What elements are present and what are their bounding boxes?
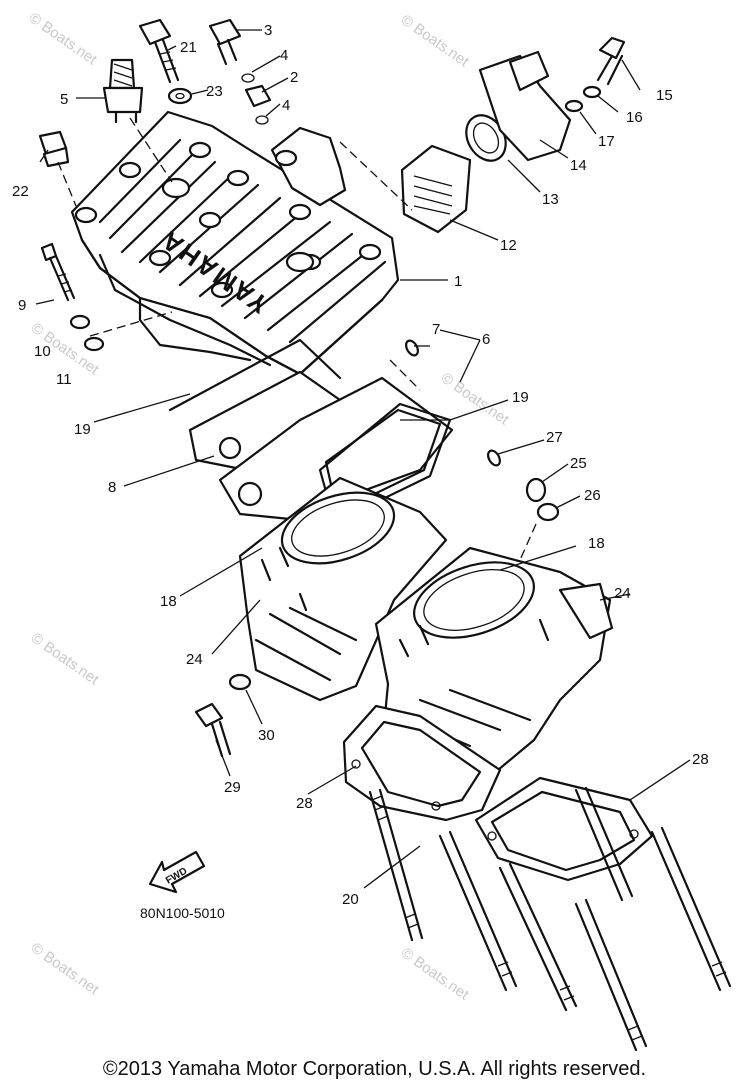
callout-16: 16: [626, 109, 643, 126]
callout-20: 20: [342, 891, 359, 908]
watermark: © Boats.net: [26, 9, 101, 68]
callout-18: 18: [588, 535, 605, 552]
callout-4: 4: [280, 47, 288, 64]
cylinders: [238, 476, 614, 772]
callout-10: 10: [34, 343, 51, 360]
callout-4: 4: [282, 97, 290, 114]
watermark: © Boats.net: [398, 944, 473, 1003]
studs: [368, 786, 732, 1052]
thermostat-assembly: [339, 36, 626, 234]
callout-28: 28: [692, 751, 709, 768]
callout-12: 12: [500, 237, 517, 254]
callout-7: 7: [432, 321, 440, 338]
callout-27: 27: [546, 429, 563, 446]
callout-17: 17: [598, 133, 615, 150]
callout-11: 11: [56, 371, 72, 388]
callout-26: 26: [584, 487, 601, 504]
callout-21: 21: [180, 39, 197, 56]
callout-1: 1: [454, 273, 462, 290]
callout-8: 8: [108, 479, 116, 496]
copyright-notice: ©2013 Yamaha Motor Corporation, U.S.A. A…: [102, 1058, 647, 1080]
callout-22: 22: [12, 183, 29, 200]
head-hardware: [38, 18, 272, 352]
callout-23: 23: [206, 83, 223, 100]
callout-19: 19: [512, 389, 529, 406]
watermark: © Boats.net: [28, 629, 103, 688]
drawing-number: 80N100-5010: [140, 905, 225, 921]
watermark: © Boats.net: [398, 11, 473, 70]
watermark: © Boats.net: [28, 939, 103, 998]
callout-28: 28: [296, 795, 313, 812]
callout-29: 29: [224, 779, 241, 796]
callout-30: 30: [258, 727, 275, 744]
callout-2: 2: [290, 69, 298, 86]
callout-5: 5: [60, 91, 68, 108]
callout-24: 24: [614, 585, 631, 602]
callout-13: 13: [542, 191, 559, 208]
callout-numbers: 1 2 3 4 4 5 6 7 8 9 10 11 12 13 14 15 16…: [12, 22, 709, 908]
callout-18: 18: [160, 593, 177, 610]
callout-14: 14: [570, 157, 587, 174]
callout-9: 9: [18, 297, 26, 314]
cylinder-head: YAMAHA: [70, 110, 400, 376]
callout-6: 6: [482, 331, 490, 348]
drain-bolt: [194, 673, 252, 758]
forward-arrow: FWD: [148, 850, 206, 894]
base-gaskets: [342, 704, 654, 882]
callout-15: 15: [656, 87, 673, 104]
callout-3: 3: [264, 22, 272, 39]
head-gaskets: [168, 338, 501, 522]
callout-25: 25: [570, 455, 587, 472]
callout-24: 24: [186, 651, 203, 668]
callout-19: 19: [74, 421, 91, 438]
leader-lines: [35, 29, 691, 889]
